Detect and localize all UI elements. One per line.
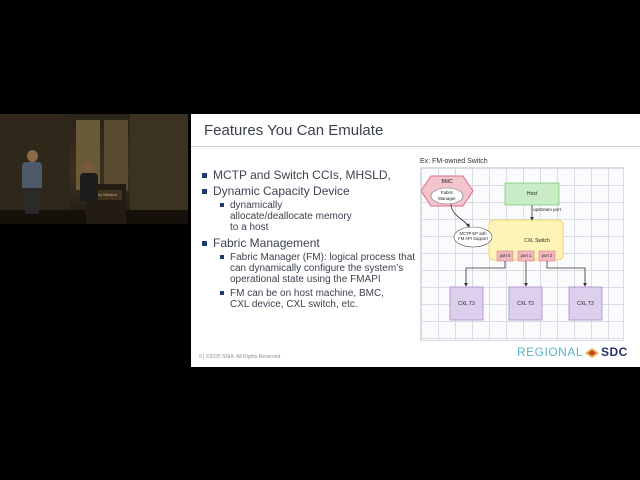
cxl-t3-device-2: [568, 286, 603, 321]
fabric-manager-label: Fabric Manager: [438, 190, 456, 201]
slide-footer: 5 | ©2025 SNIA. All Rights Reserved.: [199, 354, 282, 360]
presenter-at-podium: [80, 162, 98, 202]
logo-regional-text: REGIONAL: [517, 345, 584, 359]
port-0-link: [464, 261, 506, 287]
door: [104, 120, 128, 190]
regional-sdc-logo: REGIONAL SDC: [517, 345, 628, 359]
cxl-switch-label: CXL Switch: [524, 238, 550, 244]
diagram-title: Ex: FM-owned Switch: [420, 158, 488, 165]
sdc-logo-icon: [585, 347, 600, 358]
speaker-camera-feed: Ben Mission: [0, 114, 188, 224]
bmc-label: BMC: [441, 179, 453, 185]
fabric-manager-node: [430, 187, 464, 205]
bullet-list: MCTP and Switch CCIs, MHSLD, Dynamic Cap…: [200, 168, 430, 313]
presenter-standing: [22, 150, 42, 214]
port-2-link: [546, 261, 587, 287]
cxl-t3-label: CXL T3: [458, 301, 475, 307]
mctp-label: MCTP EP with FM API Support: [458, 231, 488, 241]
port-1-label: port 1: [520, 253, 532, 258]
port-0-label: port 0: [499, 253, 511, 258]
logo-sdc-text: SDC: [601, 345, 628, 359]
diagram-shapes: [421, 175, 603, 321]
sub-bullet: FM can be on host machine, BMC, CXL devi…: [200, 288, 400, 310]
fm-mctp-link: [450, 203, 470, 228]
cxl-t3-label: CXL T3: [517, 301, 534, 307]
bullet: Dynamic Capacity Device: [200, 184, 430, 199]
cxl-t3-device-0: [449, 286, 484, 321]
bullet: MCTP and Switch CCIs, MHSLD,: [200, 168, 430, 183]
presentation-slide: Features You Can Emulate MCTP and Switch…: [191, 114, 640, 367]
upstream-port-label: upstream port: [533, 207, 561, 212]
title-divider: [191, 146, 640, 147]
host-label: Host: [526, 191, 538, 197]
sub-bullet: dynamically allocate/deallocate memory t…: [200, 200, 360, 233]
cxl-t3-device-1: [508, 286, 543, 321]
slide-title: Features You Can Emulate: [204, 122, 384, 139]
sub-bullet: Fabric Manager (FM): logical process tha…: [200, 252, 425, 285]
bullet: Fabric Management: [200, 236, 430, 251]
podium-sign: Ben Mission: [90, 190, 122, 200]
port-2-label: port 2: [541, 253, 553, 258]
mctp-endpoint-node: [453, 226, 493, 248]
cxl-t3-label: CXL T3: [577, 301, 594, 307]
wall: [130, 114, 188, 224]
fm-owned-switch-diagram: BMC Fabric Manager Host upstream port MC…: [420, 167, 624, 341]
